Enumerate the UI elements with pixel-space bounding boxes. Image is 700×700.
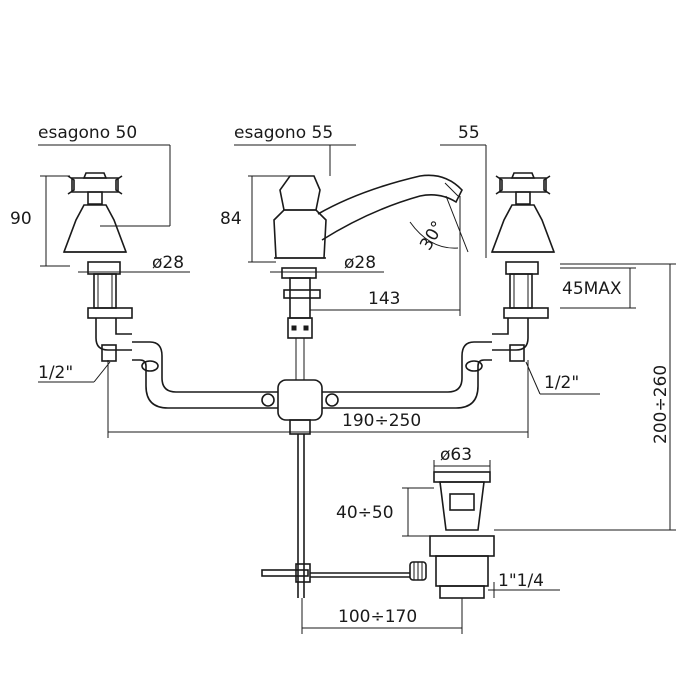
center-spout [273,174,463,380]
right-valve [490,172,556,362]
left-valve [62,172,133,362]
label-width-right: 55 [458,123,480,143]
dimension-labels: esagono 50 esagono 55 55 90 84 ø28 ø28 1… [10,123,671,627]
label-total-height: 200÷260 [651,365,671,444]
label-height-center: 84 [220,209,242,229]
label-dia-center: ø28 [344,253,376,273]
label-hex-left: esagono 50 [38,123,137,143]
label-dia-waste: ø63 [440,445,472,465]
label-rod-distance: 100÷170 [338,607,417,627]
dimension-lines [38,144,676,634]
label-waste-thread: 1"1/4 [498,571,544,591]
label-max-thickness: 45MAX [562,279,622,299]
label-spout-angle: 30° [416,218,448,254]
popup-waste [409,471,495,599]
label-hex-center: esagono 55 [234,123,333,143]
label-dia-left: ø28 [152,253,184,273]
label-height-left: 90 [10,209,32,229]
label-span: 190÷250 [342,411,421,431]
label-spout-reach: 143 [368,289,400,309]
label-waste-height: 40÷50 [336,503,394,523]
label-thread-left: 1/2" [38,363,73,383]
connecting-pipes [132,341,492,598]
label-thread-right: 1/2" [544,373,579,393]
